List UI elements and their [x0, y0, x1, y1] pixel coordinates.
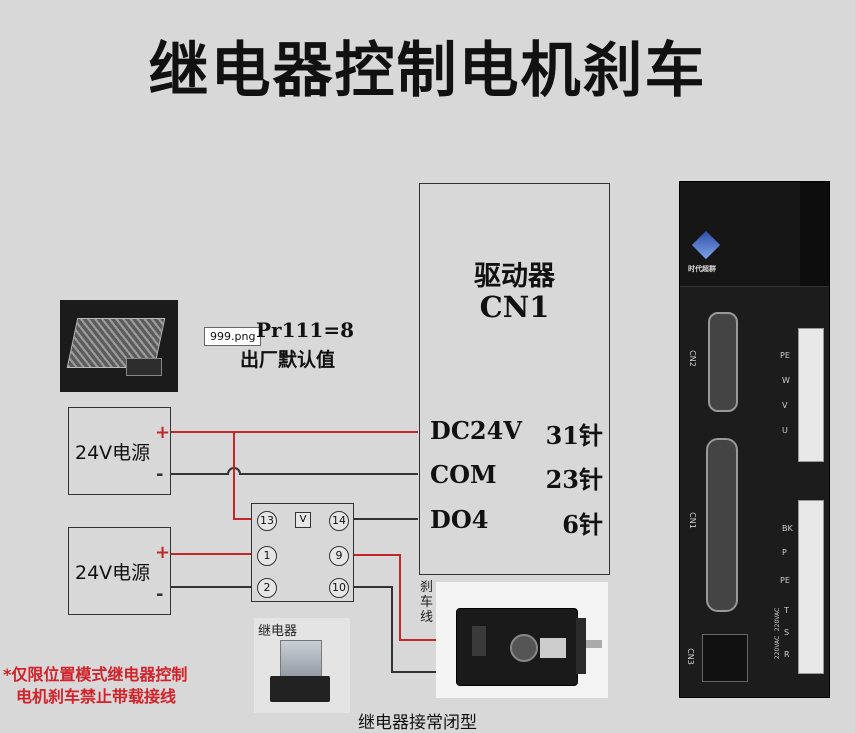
relay-photo-label: 继电器	[258, 624, 298, 639]
label-pe1: PE	[780, 351, 790, 360]
cn2-connector	[708, 312, 738, 412]
cn1-connector	[706, 438, 738, 612]
signal-dc24v: DC24V	[430, 416, 522, 445]
driver-connector: CN1	[479, 290, 550, 324]
pin-31: 31针	[545, 421, 603, 450]
driver-title: 驱动器	[474, 261, 555, 292]
servo-motor-flange	[576, 618, 586, 674]
relay-photo-socket	[270, 676, 330, 702]
label-s: S	[784, 628, 790, 637]
psu-photo	[60, 300, 178, 392]
pin-23: 23针	[545, 465, 603, 494]
psu-1-label: 24V电源	[75, 442, 151, 464]
device-heatsink	[800, 182, 829, 286]
filename-tooltip: 999.png	[204, 327, 262, 346]
psu-2-plus: +	[155, 542, 171, 563]
psu-photo-terminal	[126, 358, 162, 376]
relay-coil: V	[295, 512, 311, 528]
cn1-label: CN1	[687, 512, 697, 529]
param-default-label: 出厂默认值	[240, 349, 336, 371]
servo-motor-plug	[472, 626, 486, 656]
servo-driver-device: 时代超群 CN2 CN1 CN3 PE W V U BK P PE T S R …	[679, 181, 830, 698]
psu-2: 24V电源 + -	[68, 527, 171, 615]
signal-com: COM	[430, 460, 497, 489]
relay-photo: 继电器	[254, 618, 350, 713]
servo-motor-nameplate	[540, 638, 566, 658]
relay-pin-9: 9	[329, 546, 349, 566]
label-pe2: PE	[780, 576, 790, 585]
warning-note-line2: 电机刹车禁止带载接线	[16, 687, 177, 706]
driver-cn1-box: 驱动器 CN1 DC24V 31针 COM 23针 DO4 6针	[419, 183, 610, 575]
wire-brake-red	[348, 554, 440, 641]
servo-motor-connector	[510, 634, 538, 662]
cn2-label: CN2	[687, 350, 697, 367]
signal-do4: DO4	[430, 505, 489, 534]
warning-note-line1: *仅限位置模式继电器控制	[3, 665, 188, 684]
label-220vac-1: 220VAC	[774, 607, 782, 632]
label-t: T	[784, 606, 789, 615]
wire-brake-black	[348, 586, 440, 673]
motor-terminal-block	[798, 328, 824, 462]
label-220vac-2: 220VAC	[774, 635, 782, 660]
relay-type-caption: 继电器接常闭型	[358, 713, 477, 733]
relay-photo-body	[280, 640, 322, 680]
cn3-label: CN3	[685, 648, 695, 665]
power-terminal-block	[798, 500, 824, 674]
psu-1: 24V电源 + -	[68, 407, 171, 495]
psu-1-minus: -	[156, 464, 164, 485]
psu-2-minus: -	[156, 584, 164, 605]
relay-pin-1: 1	[257, 546, 277, 566]
relay-pin-10: 10	[329, 578, 349, 598]
label-v: V	[782, 401, 788, 410]
psu-1-plus: +	[155, 422, 171, 443]
label-p: P	[782, 548, 787, 557]
param-value: Pr111=8	[256, 318, 354, 342]
brake-wire-label: 刹车线	[420, 580, 434, 625]
page-title: 继电器控制电机刹车	[148, 36, 707, 106]
wire-psu1-minus	[170, 467, 418, 475]
servo-motor-photo	[436, 582, 608, 698]
relay-pin-2: 2	[257, 578, 277, 598]
cn3-connector	[702, 634, 748, 682]
servo-motor-shaft	[586, 640, 602, 648]
brand-name: 时代超群	[688, 265, 716, 273]
label-w: W	[782, 376, 790, 385]
relay-pin-13: 13	[257, 511, 277, 531]
pin-6: 6针	[562, 510, 603, 539]
label-u: U	[782, 426, 788, 435]
relay-schematic: 13 V 14 1 9 2 10	[251, 503, 354, 602]
label-r: R	[784, 650, 790, 659]
wire-branch-coil	[233, 432, 253, 520]
psu-2-label: 24V电源	[75, 562, 151, 584]
label-bk: BK	[782, 524, 793, 533]
relay-pin-14: 14	[329, 511, 349, 531]
